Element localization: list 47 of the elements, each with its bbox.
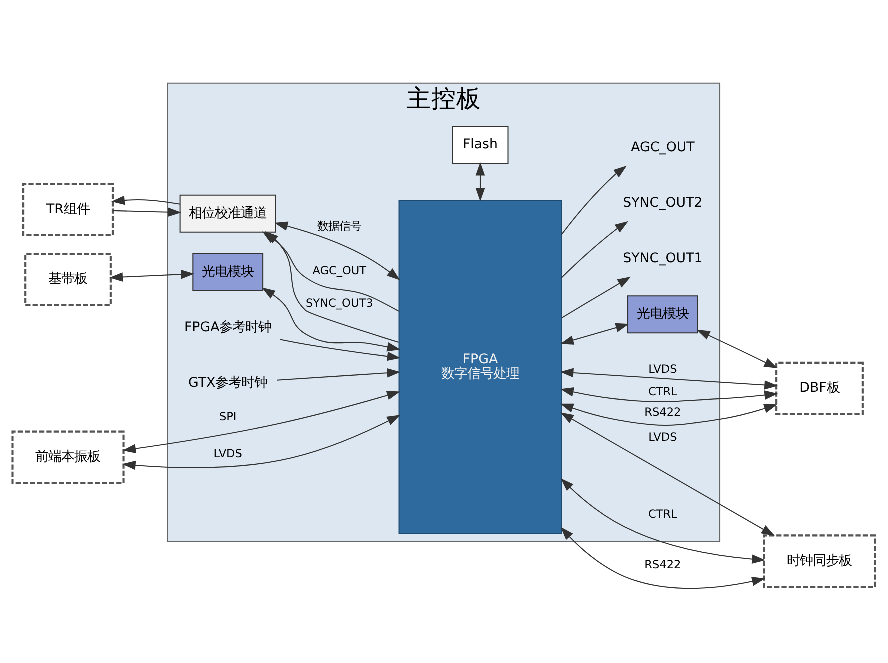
arrow	[112, 195, 180, 205]
edge-label: LVDS	[648, 430, 678, 444]
arrow	[560, 478, 766, 564]
node-box: Flash	[452, 126, 509, 164]
edge-label: SYNC_OUT3	[306, 296, 374, 310]
edge-label: CTRL	[648, 507, 678, 520]
arrow	[262, 287, 401, 352]
arrow	[560, 403, 778, 426]
arrow	[280, 338, 401, 361]
arrow	[561, 165, 627, 235]
arrow	[122, 390, 400, 453]
node-box: DBF板	[776, 361, 864, 415]
edge-label: RS422	[644, 558, 682, 571]
arrow	[277, 368, 401, 380]
arrow	[476, 162, 486, 202]
arrow	[560, 387, 778, 402]
node-box: 前端本振板	[12, 430, 125, 484]
node-box: 相位校准通道	[180, 194, 276, 232]
arrow	[560, 368, 778, 390]
node-box: 基带板	[24, 252, 112, 306]
node-text: SYNC_OUT2	[623, 196, 703, 211]
node-text: SYNC_OUT1	[623, 251, 703, 266]
arrow	[561, 220, 629, 278]
arrow	[113, 207, 182, 217]
arrow	[560, 322, 630, 344]
node-box: TR组件	[22, 182, 114, 236]
edge-label: AGC_OUT	[312, 264, 367, 277]
node-box: 光电模块	[192, 252, 264, 291]
edge-label: RS422	[644, 406, 682, 419]
node-text: GTX参考时钟	[188, 376, 268, 391]
arrow	[560, 412, 775, 536]
edge-label: 数据信号	[318, 220, 362, 233]
edge-label: LVDS	[214, 446, 242, 460]
node-box: 光电模块	[628, 295, 698, 334]
node-text: AGC_OUT	[631, 140, 695, 156]
arrow	[122, 414, 401, 470]
edge-label: LVDS	[648, 362, 678, 376]
arrow	[696, 329, 778, 368]
arrow	[560, 526, 766, 589]
arrow	[562, 276, 632, 318]
node-text: FPGA参考时钟	[184, 320, 272, 335]
arrow	[274, 221, 400, 280]
arrow	[110, 269, 195, 282]
node-box: FPGA 数字信号处理	[398, 200, 562, 534]
node-box: 时钟同步板	[763, 534, 876, 588]
edge-label: CTRL	[648, 385, 678, 398]
edge-label: SPI	[219, 410, 237, 423]
